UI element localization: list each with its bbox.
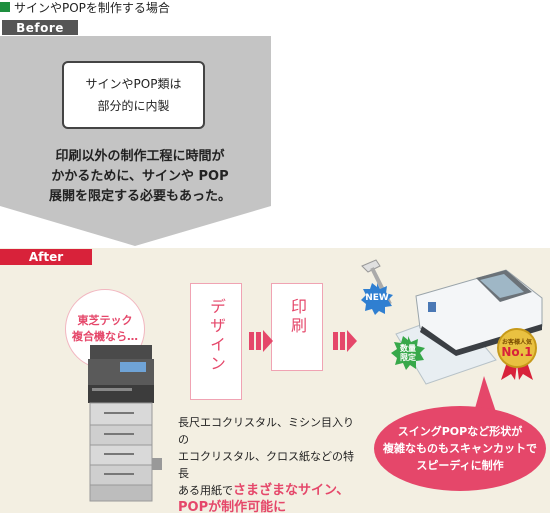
- limited-label-1: 数量: [400, 344, 416, 353]
- before-box-line1: サインやPOP類は: [85, 77, 182, 91]
- new-badge: NEW: [361, 283, 393, 315]
- bubble-line1: 東芝テック: [77, 314, 133, 327]
- desc-line3: ある用紙でさまざまなサイン、: [178, 482, 358, 499]
- starburst-icon: [361, 283, 393, 315]
- starburst-icon: [391, 336, 425, 370]
- callout-bubble: スイングPOPなど形状が 複雑なものもスキャンカットで スピーディに制作: [374, 406, 546, 491]
- desc-line2: エコクリスタル、クロス紙などの特長: [178, 450, 354, 480]
- before-description: 印刷以外の制作工程に時間が かかるために、サインや POP 展開を限定する必要も…: [30, 147, 250, 207]
- callout-line2: 複雑なものもスキャンカットで: [383, 442, 537, 455]
- desc-line3-prefix: ある用紙で: [178, 484, 233, 497]
- section-header: サインやPOPを制作する場合: [0, 0, 170, 15]
- callout-line1: スイングPOPなど形状が: [397, 425, 523, 438]
- new-label: NEW: [365, 293, 389, 303]
- before-box-line2: 部分的に内製: [97, 99, 170, 113]
- medal-label-1: お客様人気: [501, 339, 532, 346]
- design-box: デザイン: [190, 283, 242, 400]
- before-box: サインやPOP類は 部分的に内製: [62, 61, 205, 129]
- medal-icon: [497, 328, 537, 380]
- arrow-right-icon: [249, 330, 273, 352]
- after-description: 長尺エコクリスタル、ミシン目入りの エコクリスタル、クロス紙などの特長 ある用紙…: [178, 414, 358, 516]
- callout-line3: スピーディに制作: [416, 459, 504, 472]
- arrow-right-icon: [333, 330, 357, 352]
- before-text-line1: 印刷以外の制作工程に時間が: [55, 149, 225, 164]
- bubble-line2: 複合機なら…: [72, 330, 138, 343]
- limited-label-2: 限定: [400, 353, 416, 362]
- section-title: サインやPOPを制作する場合: [14, 0, 170, 15]
- multifunction-printer-image: [88, 345, 162, 502]
- limited-badge: 数量 限定: [391, 336, 425, 370]
- desc-highlight-1: さまざまなサイン、: [233, 483, 350, 498]
- callout-tail: [474, 376, 496, 412]
- medal-label-2: No.1: [501, 345, 533, 359]
- desc-line1: 長尺エコクリスタル、ミシン目入りの: [178, 416, 354, 446]
- before-text-line3: 展開を限定する必要もあった。: [48, 189, 231, 204]
- after-tag: After: [0, 249, 92, 265]
- before-text-line2: かかるために、サインや POP: [51, 169, 229, 184]
- print-box: 印刷: [271, 283, 323, 371]
- desc-highlight-2: POPが制作可能に: [178, 500, 287, 515]
- green-square-icon: [0, 2, 10, 12]
- before-tag: Before: [2, 20, 78, 35]
- limited-label: 数量 限定: [391, 344, 425, 362]
- no1-medal: お客様人気 No.1: [495, 328, 539, 380]
